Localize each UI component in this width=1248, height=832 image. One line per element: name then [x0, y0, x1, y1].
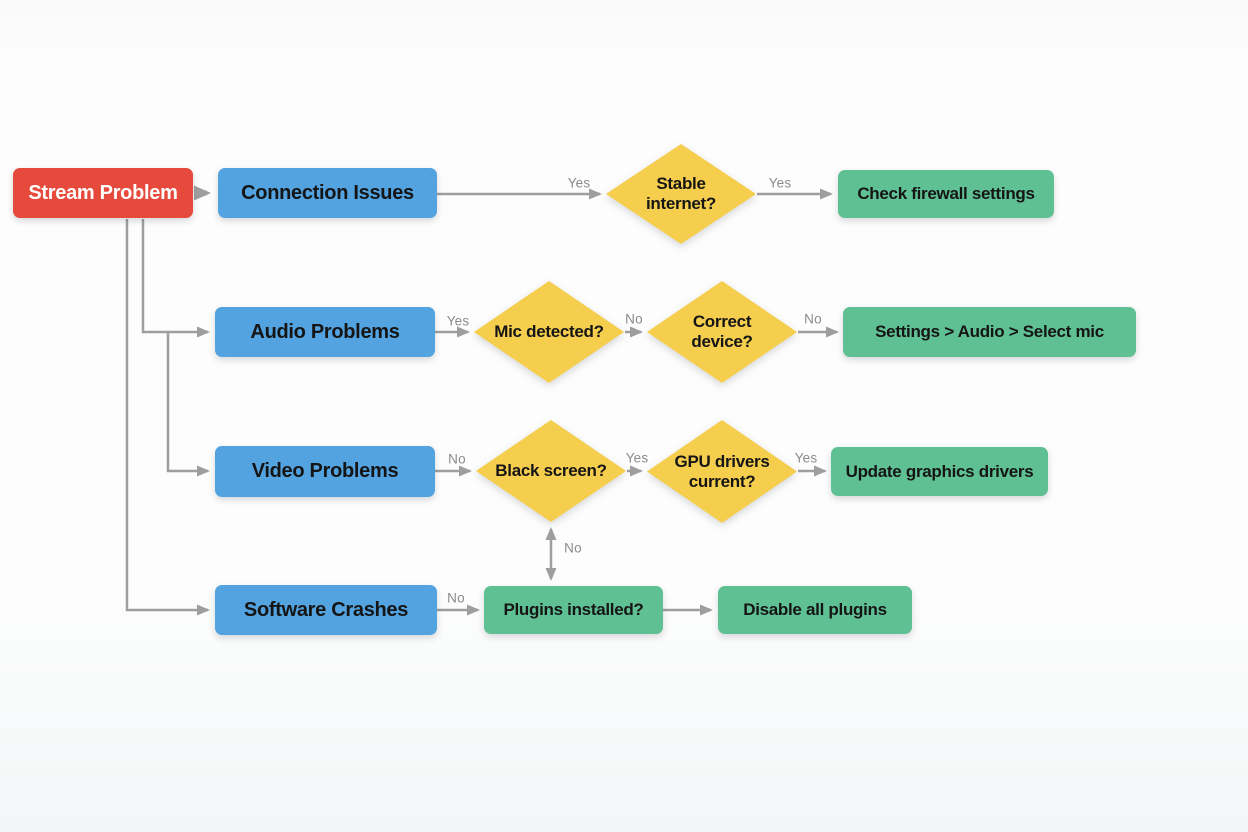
action-label: Disable all plugins: [743, 600, 887, 619]
edge-label-connection-to-internet: Yes: [567, 175, 591, 191]
action-label: Check firewall settings: [857, 184, 1035, 203]
decision-label: GPU drivers current?: [674, 451, 770, 491]
decision-node-correct-device: Correct device?: [647, 281, 797, 383]
category-node-video-problems: Video Problems: [215, 446, 435, 497]
decision-node-black-screen: Black screen?: [476, 420, 626, 522]
decision-diamond: GPU drivers current?: [647, 420, 797, 523]
decision-diamond: Stable internet?: [606, 144, 756, 244]
decision-diamond: Mic detected?: [474, 281, 624, 383]
category-node-connection-issues: Connection Issues: [218, 168, 437, 218]
action-node-update-drivers: Update graphics drivers: [831, 447, 1048, 496]
edge-label-gpu-to-update: Yes: [794, 450, 818, 466]
edge-label-audio-to-mic: Yes: [446, 313, 470, 329]
decision-diamond: Correct device?: [647, 281, 797, 383]
decision-label: Correct device?: [691, 312, 753, 351]
category-label: Video Problems: [251, 460, 399, 482]
category-label: Software Crashes: [243, 598, 409, 621]
edge-label-internet-to-firewall: Yes: [768, 175, 792, 191]
root-node-stream-problem: Stream Problem: [13, 168, 193, 218]
action-label: Plugins installed?: [503, 600, 644, 619]
edge-label-mic-to-device: No: [625, 311, 643, 327]
category-label: Connection Issues: [241, 181, 414, 204]
root-node-label: Stream Problem: [28, 181, 178, 204]
decision-node-stable-internet: Stable internet?: [606, 144, 756, 244]
category-label: Audio Problems: [250, 320, 400, 343]
category-node-software-crashes: Software Crashes: [215, 585, 437, 635]
decision-node-mic-detected: Mic detected?: [474, 281, 624, 383]
action-node-plugins-installed: Plugins installed?: [484, 586, 663, 634]
edge-label-software-to-plugins: No: [447, 590, 465, 606]
decision-label: Stable internet?: [645, 174, 717, 213]
edge-label-video-to-black-screen: No: [448, 451, 466, 467]
decision-label: Mic detected?: [494, 322, 604, 342]
edge-label-device-to-select-mic: No: [804, 311, 822, 327]
action-node-select-mic: Settings > Audio > Select mic: [843, 307, 1136, 357]
category-node-audio-problems: Audio Problems: [215, 307, 435, 357]
edge-label-black-screen-to-gpu: Yes: [625, 450, 649, 466]
action-label: Update graphics drivers: [845, 461, 1034, 481]
action-label: Settings > Audio > Select mic: [875, 322, 1104, 341]
decision-node-gpu-drivers: GPU drivers current?: [647, 420, 797, 523]
edge-label-black-screen-to-plugins: No: [564, 540, 582, 556]
decision-label: Black screen?: [495, 461, 607, 481]
action-node-disable-plugins: Disable all plugins: [718, 586, 912, 634]
action-node-check-firewall: Check firewall settings: [838, 170, 1054, 218]
decision-diamond: Black screen?: [476, 420, 626, 522]
